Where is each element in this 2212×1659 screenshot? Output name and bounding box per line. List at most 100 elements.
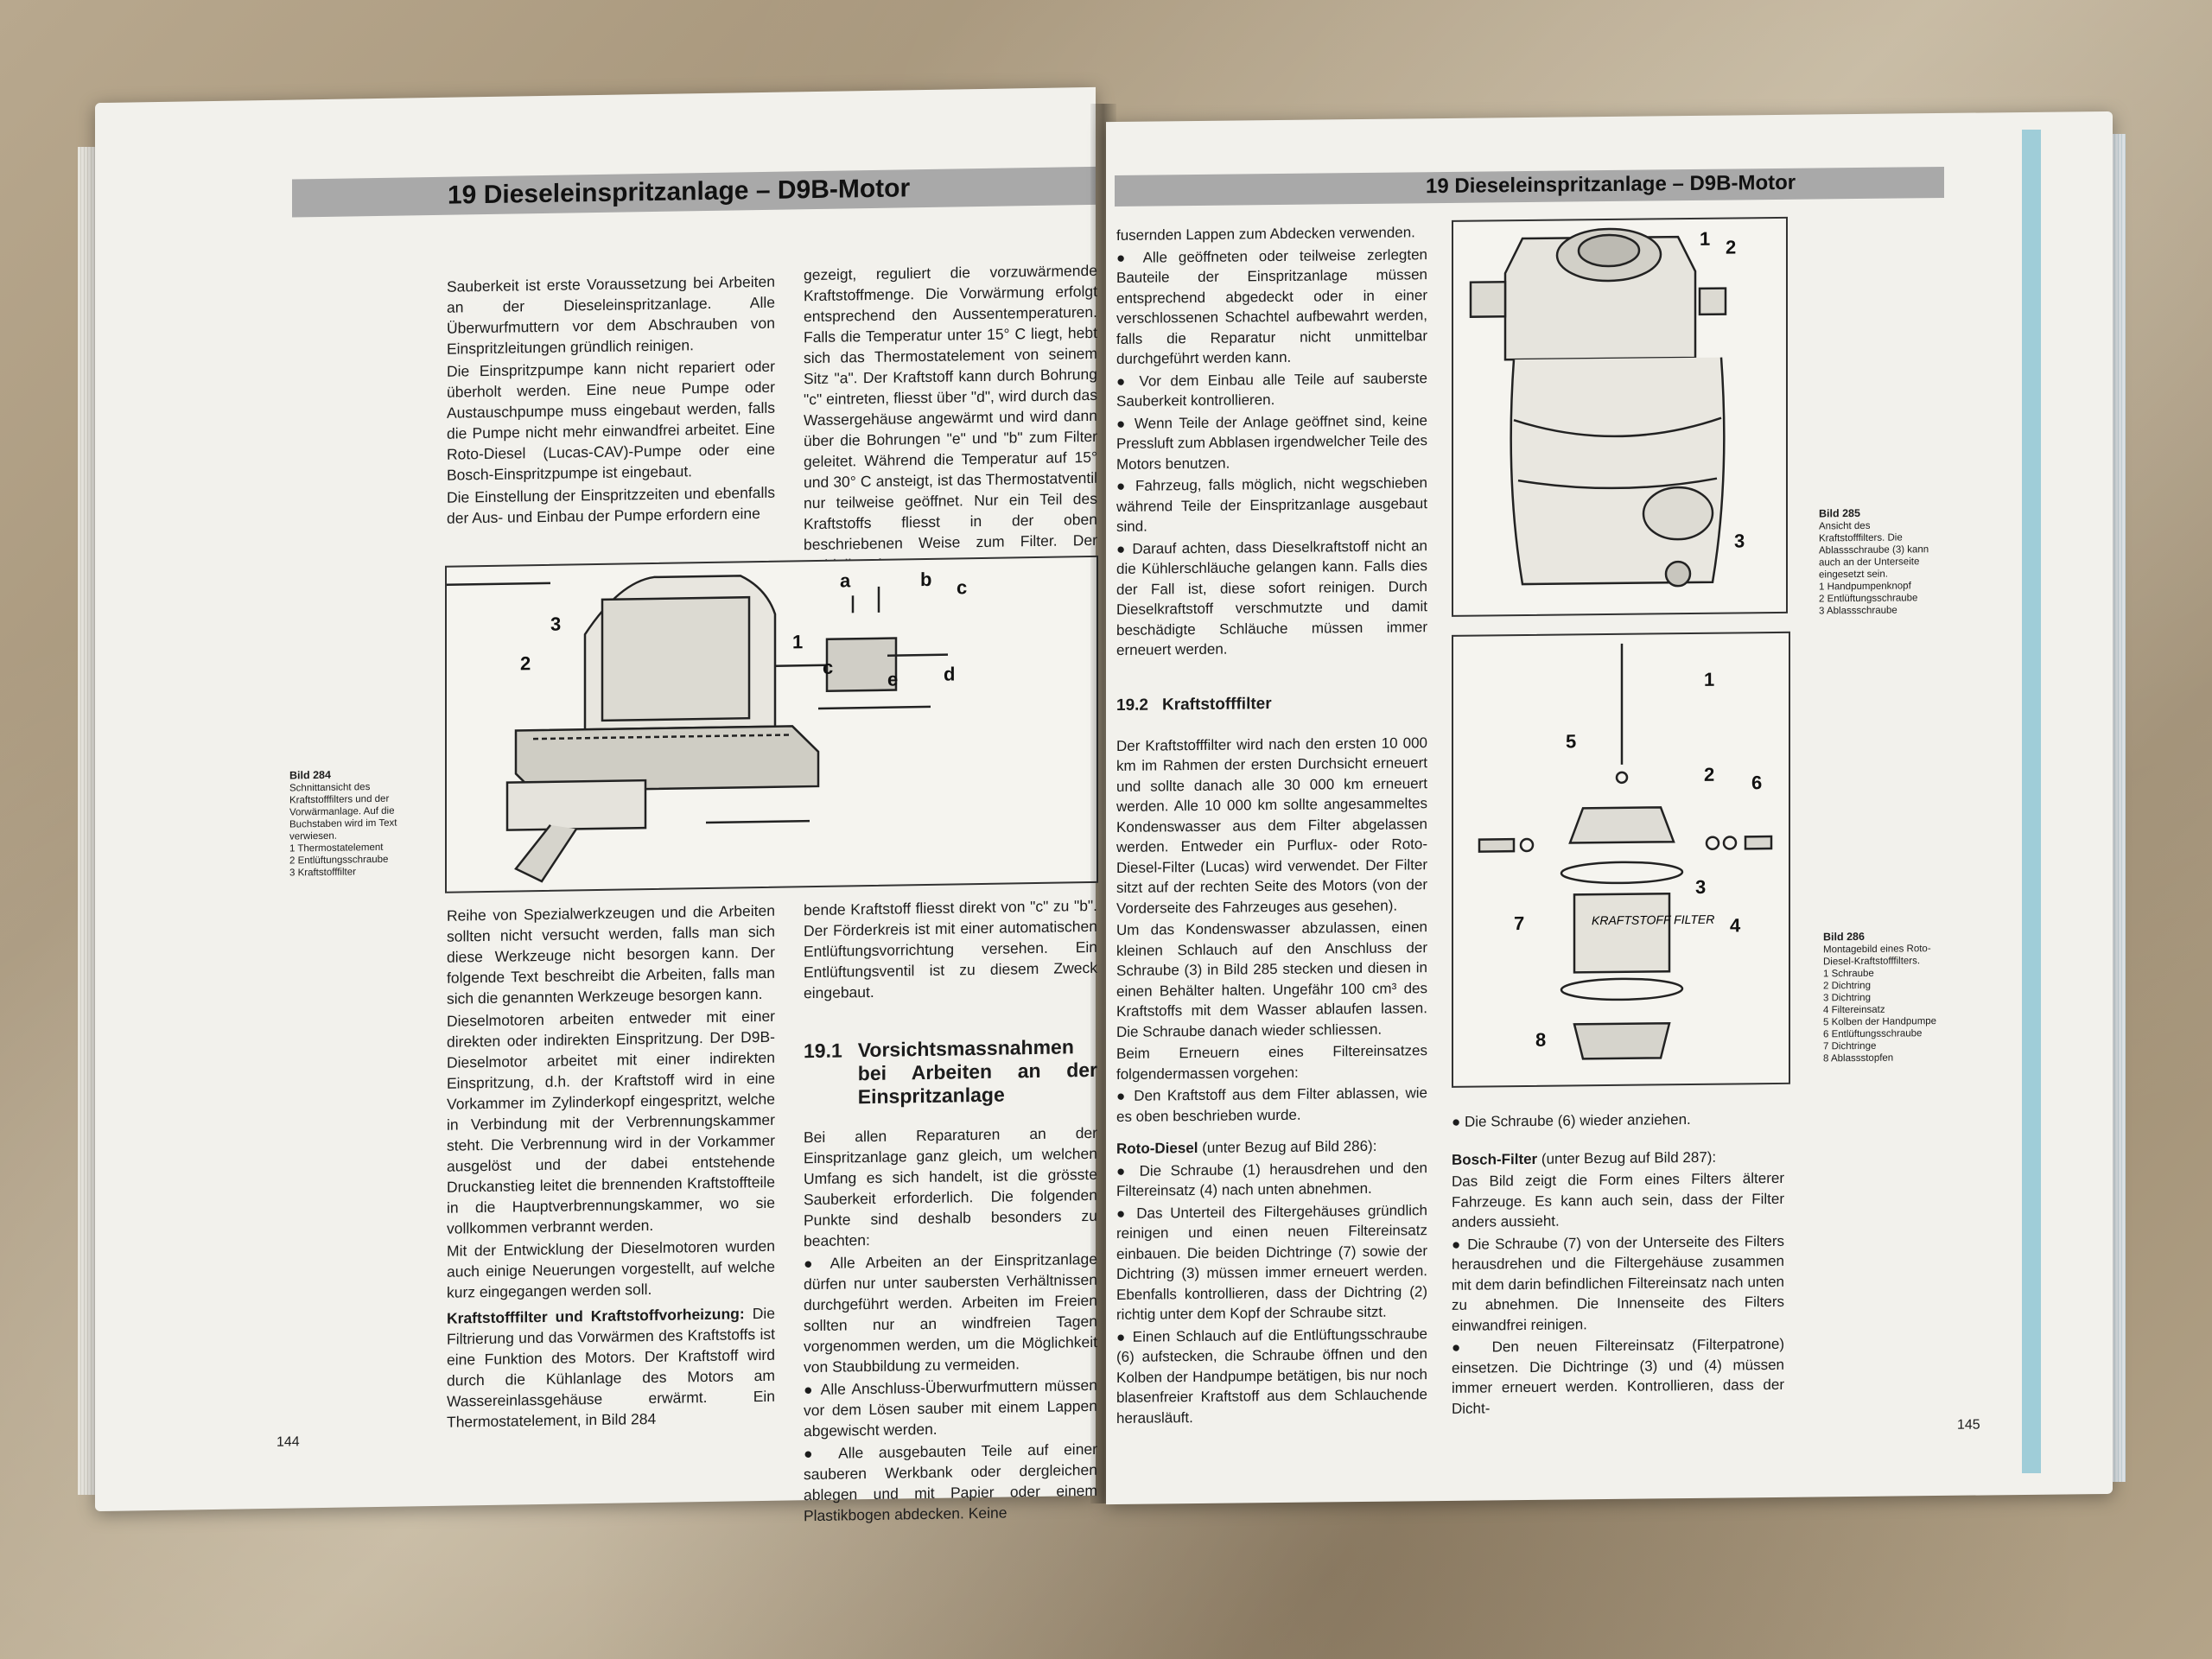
figure-label: 3 [1695, 876, 1706, 898]
figure-label: 2 [1726, 236, 1736, 257]
caption-item: 2 Dichtring [1823, 980, 1871, 992]
text-column: Sauberkeit ist erste Voraussetzung bei A… [447, 271, 775, 531]
figure-label: a [840, 569, 851, 591]
caption-item: 4 Filtereinsatz [1823, 1004, 1885, 1016]
section-number: 19.1 [804, 1039, 842, 1063]
caption-item: 2 Entlüftungsschraube [289, 854, 389, 867]
figure-label: 7 [1514, 912, 1524, 934]
page-number: 145 [1957, 1417, 1980, 1433]
paragraph: gezeigt, reguliert die vorzuwärmende Kra… [804, 261, 1097, 574]
paragraph: fusernden Lappen zum Abdecken verwenden. [1116, 224, 1415, 244]
figure-label: c [823, 657, 833, 678]
filter-section-drawing: 3 1 2 a b c d e c [447, 569, 967, 883]
filter-exploded-drawing: KRAFTSTOFF FILTER 1 2 3 4 5 6 7 8 [1478, 643, 1773, 1060]
chapter-header: 19 Dieseleinspritzanlage – D9B-Motor [1115, 166, 1944, 207]
chapter-title: 19 Dieseleinspritzanlage – D9B-Motor [1426, 170, 1796, 199]
figure-label: 1 [1700, 228, 1710, 250]
figure-label: 6 [1751, 772, 1762, 793]
paragraph: Beim Erneuern eines Filtereinsatzes folg… [1116, 1042, 1427, 1083]
chapter-title: 19 Dieseleinspritzanlage – D9B-Motor [448, 174, 911, 210]
bullet-item: Den Kraftstoff aus dem Filter ablassen, … [1116, 1083, 1427, 1127]
paragraph: Bei allen Reparaturen an der Einspritzan… [804, 1123, 1097, 1250]
caption-text: Schnittansicht des Kraftstofffilters und… [289, 782, 397, 842]
paragraph: Mit der Entwicklung der Dieselmotoren wu… [447, 1236, 775, 1301]
paragraph: bende Kraftstoff fliesst direkt von "c" … [804, 896, 1097, 1002]
text-column: gezeigt, reguliert die vorzuwärmende Kra… [804, 260, 1097, 577]
caption-item: 5 Kolben der Handpumpe [1823, 1016, 1937, 1028]
index-edge-tab [2022, 130, 2041, 1473]
page-edges [2108, 134, 2126, 1482]
figure-label: d [944, 663, 955, 684]
right-page: 19 Dieseleinspritzanlage – D9B-Motor fus… [1106, 111, 2113, 1505]
caption-title: Bild 286 [1823, 930, 1865, 944]
caption-item: 7 Dichtringe [1823, 1040, 1877, 1052]
text-column: bende Kraftstoff fliesst direkt von "c" … [804, 895, 1097, 1528]
caption-item: 3 Ablassschraube [1819, 605, 1897, 617]
bullet-item: Wenn Teile der Anlage geöffnet sind, kei… [1116, 410, 1427, 474]
paragraph: (unter Bezug auf Bild 286): [1202, 1137, 1377, 1156]
figure-284: 3 1 2 a b c d e c [445, 555, 1098, 893]
figure-285: 1 2 3 [1452, 216, 1788, 617]
bullet-item: Alle ausgebauten Teile auf einer saubere… [804, 1439, 1097, 1526]
figure-label: 2 [1704, 764, 1714, 785]
bullet-item: Fahrzeug, falls möglich, nicht wegschieb… [1116, 473, 1427, 537]
figure-caption: Bild 285 Ansicht des Kraftstofffilters. … [1819, 506, 1936, 617]
figure-label: b [920, 569, 931, 590]
filter-exterior-drawing: 1 2 3 [1469, 227, 1745, 588]
paragraph: Die Einspritzpumpe kann nicht repariert … [447, 357, 775, 484]
caption-text: Montagebild eines Roto-Diesel-Kraftstoff… [1823, 944, 1931, 968]
figure-label: 1 [792, 631, 803, 652]
left-page: 19 Dieseleinspritzanlage – D9B-Motor Sau… [95, 86, 1098, 1524]
run-in-heading: Roto-Diesel [1116, 1139, 1198, 1157]
run-in-heading: Bosch-Filter [1452, 1150, 1538, 1168]
caption-title: Bild 284 [289, 768, 331, 782]
bullet-item: Alle Arbeiten an der Einspritzanlage dür… [804, 1249, 1097, 1377]
paragraph: Reihe von Spezialwerkzeugen und die Arbe… [447, 901, 775, 1007]
bullet-item: Vor dem Einbau alle Teile auf sauberste … [1116, 368, 1427, 412]
caption-item: 8 Ablassstopfen [1823, 1052, 1894, 1065]
figure-label: c [957, 576, 967, 598]
page-number: 144 [276, 1434, 300, 1450]
bullet-item: Den neuen Filtereinsatz (Filterpatrone) … [1452, 1334, 1784, 1419]
bullet-item: Die Schraube (1) herausdrehen und den Fi… [1116, 1158, 1427, 1202]
figure-label: 2 [520, 652, 531, 674]
paragraph: Die Einstellung der Einspritzzeiten und … [447, 483, 775, 527]
bullet-item: Einen Schlauch auf die Entlüftungsschrau… [1116, 1324, 1427, 1428]
bullet-item: Die Schraube (6) wieder anziehen. [1452, 1109, 1784, 1133]
caption-item: 1 Thermostatelement [289, 842, 384, 855]
caption-item: 1 Handpumpenknopf [1819, 581, 1911, 593]
figure-label: e [887, 668, 898, 690]
chapter-header: 19 Dieseleinspritzanlage – D9B-Motor [292, 166, 1096, 218]
section-title: Vorsichtsmassnahmen bei Arbeiten an der … [857, 1035, 1097, 1109]
paragraph: Der Kraftstofffilter wird nach den erste… [1116, 734, 1427, 917]
run-in-heading: Kraftstofffilter und Kraftstoffvorheizun… [447, 1305, 745, 1327]
paragraph: Dieselmotoren arbeiten entweder mit eine… [447, 1007, 775, 1237]
figure-label: 8 [1535, 1029, 1546, 1051]
bullet-item: Die Schraube (7) von der Unterseite des … [1452, 1230, 1784, 1336]
caption-title: Bild 285 [1819, 506, 1860, 520]
figure-caption: Bild 286 Montagebild eines Roto-Diesel-K… [1823, 930, 1940, 1065]
paragraph: Sauberkeit ist erste Voraussetzung bei A… [447, 272, 775, 358]
bullet-item: Alle Anschluss-Überwurfmuttern müssen vo… [804, 1375, 1097, 1441]
caption-item: 1 Schraube [1823, 968, 1874, 980]
section-title: Kraftstofffilter [1161, 694, 1272, 714]
figure-label: 1 [1704, 669, 1714, 690]
paragraph: Um das Kondenswasser abzulassen, einen k… [1116, 918, 1427, 1040]
section-number: 19.2 [1116, 696, 1148, 715]
figure-label: 3 [1734, 530, 1745, 551]
text-column: Reihe von Spezialwerkzeugen und die Arbe… [447, 900, 775, 1434]
figure-label: 5 [1566, 730, 1576, 752]
caption-text: Ansicht des Kraftstofffilters. Die Ablas… [1819, 520, 1929, 581]
bullet-item: Das Unterteil des Filtergehäuses gründli… [1116, 1200, 1427, 1325]
paragraph: (unter Bezug auf Bild 287): [1541, 1148, 1717, 1167]
text-column: fusernden Lappen zum Abdecken verwenden.… [1116, 222, 1427, 1430]
text-column: Die Schraube (6) wieder anziehen. Bosch-… [1452, 1109, 1784, 1421]
figure-caption: Bild 284 Schnittansicht des Kraftstofffi… [289, 767, 419, 879]
paragraph: Das Bild zeigt die Form eines Filters äl… [1452, 1169, 1784, 1230]
caption-item: 3 Dichtring [1823, 992, 1871, 1004]
figure-label: 4 [1730, 914, 1741, 936]
caption-item: 6 Entlüftungsschraube [1823, 1028, 1923, 1040]
filter-element-label: KRAFTSTOFF FILTER [1592, 912, 1714, 927]
figure-label: 3 [550, 613, 561, 635]
caption-item: 2 Entlüftungsschraube [1819, 593, 1918, 605]
